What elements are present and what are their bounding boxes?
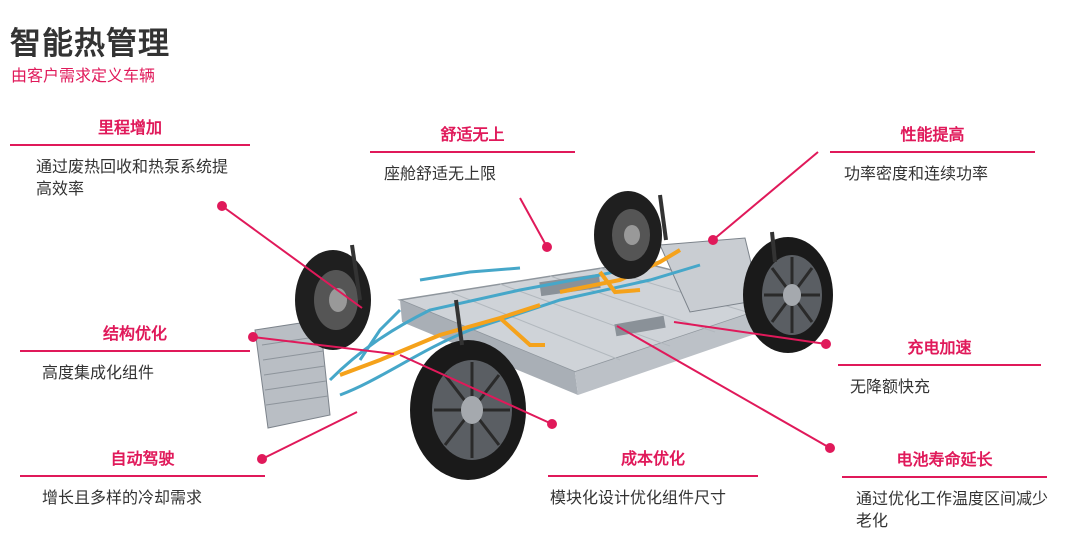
feature-card-performance: 性能提高 功率密度和连续功率 xyxy=(830,121,1035,185)
feature-description: 高度集成化组件 xyxy=(42,363,155,382)
rear-right-wheel xyxy=(743,237,833,353)
feature-title: 自动驾驶 xyxy=(20,445,265,477)
feature-title: 电池寿命延长 xyxy=(842,446,1047,478)
feature-card-battery-life: 电池寿命延长 通过优化工作温度区间减少老化 xyxy=(842,446,1048,532)
feature-description: 座舱舒适无上限 xyxy=(384,164,497,183)
feature-title: 结构优化 xyxy=(20,320,250,352)
feature-title: 里程增加 xyxy=(10,114,250,146)
feature-title: 成本优化 xyxy=(548,445,758,477)
feature-description: 通过优化工作温度区间减少老化 xyxy=(856,489,1049,530)
feature-description: 通过废热回收和热泵系统提高效率 xyxy=(36,157,229,198)
feature-card-comfort: 舒适无上 座舱舒适无上限 xyxy=(370,121,575,185)
feature-description: 功率密度和连续功率 xyxy=(844,164,989,183)
feature-card-autonomous: 自动驾驶 增长且多样的冷却需求 xyxy=(20,445,265,509)
rear-left-wheel xyxy=(594,191,662,279)
feature-title: 充电加速 xyxy=(838,334,1041,366)
feature-card-cost: 成本优化 模块化设计优化组件尺寸 xyxy=(548,445,758,509)
front-right-wheel xyxy=(410,340,526,480)
page-subtitle: 由客户需求定义车辆 xyxy=(11,66,156,85)
front-left-wheel xyxy=(295,250,371,350)
feature-title: 舒适无上 xyxy=(370,121,575,153)
feature-description: 无降额快充 xyxy=(850,377,931,396)
feature-card-charging: 充电加速 无降额快充 xyxy=(838,334,1041,398)
feature-card-structure: 结构优化 高度集成化组件 xyxy=(20,320,250,384)
feature-description: 增长且多样的冷却需求 xyxy=(42,488,203,507)
page-title: 智能热管理 xyxy=(10,26,170,62)
feature-title: 性能提高 xyxy=(830,121,1035,153)
callout-leaders xyxy=(217,151,835,464)
feature-description: 模块化设计优化组件尺寸 xyxy=(550,488,727,507)
chassis-drawing xyxy=(254,191,833,480)
feature-card-range: 里程增加 通过废热回收和热泵系统提高效率 xyxy=(10,114,250,200)
